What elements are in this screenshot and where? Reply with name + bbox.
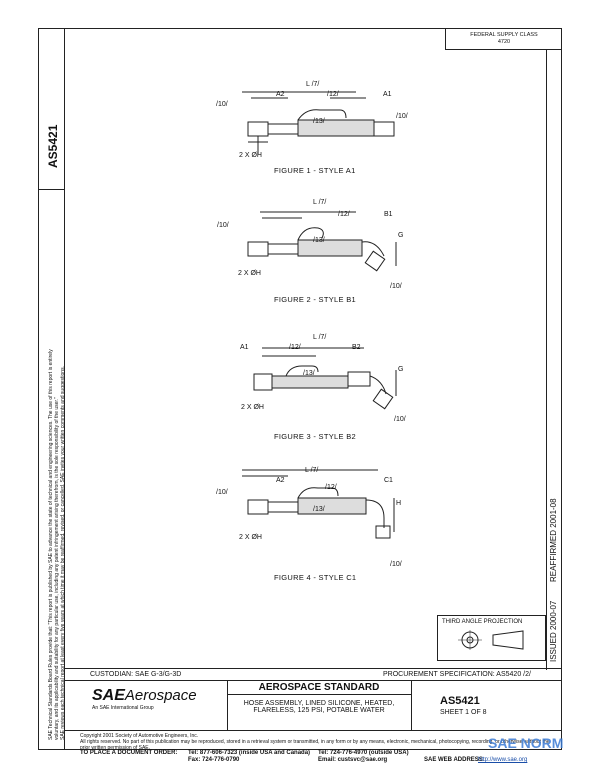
aerospace-standard-heading: AEROSPACE STANDARD <box>258 682 380 693</box>
fig4-label-10b: /10/ <box>390 561 402 568</box>
sae-norm-watermark: SAE NORM <box>488 735 564 751</box>
fig4-label-c1: C1 <box>384 477 393 484</box>
figure-1-caption: FIGURE 1 - STYLE A1 <box>274 166 356 175</box>
fig3-label-b2: B2 <box>352 344 361 351</box>
figure-4-caption: FIGURE 4 - STYLE C1 <box>274 573 357 582</box>
footer-tel2: Tel: 724-776-4970 (outside USA) <box>318 750 409 756</box>
web-label: SAE WEB ADDRESS: <box>424 757 485 763</box>
fig1-label-13: /13/ <box>313 118 325 125</box>
fig1-label-10b: /10/ <box>396 113 408 120</box>
fig1-label-dia: 2 X ØH <box>239 152 262 159</box>
custodian: CUSTODIAN: SAE G-3/G-3D <box>90 671 182 678</box>
figure-2-drawing <box>247 211 397 272</box>
sheet-number: SHEET 1 OF 8 <box>440 709 487 716</box>
fig3-label-a1: A1 <box>240 344 249 351</box>
fig3-label-g: G <box>398 366 404 373</box>
order-label: TO PLACE A DOCUMENT ORDER: <box>80 750 178 756</box>
fig4-label-12: /12/ <box>325 484 337 491</box>
fig4-label-13: /13/ <box>313 506 325 513</box>
right-divider <box>546 50 547 670</box>
figure-1-drawing <box>242 91 395 154</box>
title-block-doc-number: AS5421 <box>440 695 480 707</box>
fig4-label-l: L /7/ <box>305 467 319 474</box>
drawing-frame <box>38 28 562 750</box>
fig2-label-dia: 2 X ØH <box>238 270 261 277</box>
sae-aerospace-logo: SAEAerospace An SAE International Group <box>92 687 197 711</box>
reaffirmed-stamp: REAFFIRMED 2001-08 <box>549 498 558 582</box>
figure-3-drawing <box>253 347 397 410</box>
fig2-label-g: G <box>398 232 404 239</box>
left-margin-column <box>38 28 65 750</box>
footer-tel: Tel: 877-606-7323 (inside USA and Canada… <box>188 750 311 756</box>
issued-stamp: ISSUED 2000-07 <box>549 600 558 662</box>
procurement-spec: PROCUREMENT SPECIFICATION: AS5420 /2/ <box>383 671 531 678</box>
copyright: Copyright 2001 Society of Automotive Eng… <box>80 733 199 739</box>
footer: Copyright 2001 Society of Automotive Eng… <box>80 733 550 751</box>
fig1-label-12: /12/ <box>327 91 339 98</box>
side-notice: SAE Technical Standards Board Rules prov… <box>48 220 66 740</box>
rights-notice: All rights reserved. No part of this pub… <box>80 739 550 751</box>
figures-drawing <box>242 91 397 539</box>
fig4-label-dia: 2 X ØH <box>239 534 262 541</box>
fig3-label-12: /12/ <box>289 344 301 351</box>
figure-2-caption: FIGURE 2 - STYLE B1 <box>274 295 356 304</box>
document-title: HOSE ASSEMBLY, LINED SILICONE, HEATED, F… <box>243 700 395 714</box>
figure-4-drawing <box>242 469 395 539</box>
fig3-label-dia: 2 X ØH <box>241 404 264 411</box>
federal-supply-class: FEDERAL SUPPLY CLASS 4720 <box>445 28 562 50</box>
fig3-label-l: L /7/ <box>313 334 327 341</box>
fig2-label-12: /12/ <box>338 211 350 218</box>
projection-symbol-icon <box>458 630 524 650</box>
doc-number-vertical: AS5421 <box>46 124 60 168</box>
fig1-label-a1: A1 <box>383 91 392 98</box>
fig2-label-l: L /7/ <box>313 199 327 206</box>
fig3-label-13: /13/ <box>303 370 315 377</box>
footer-fax: Fax: 724-776-0790 <box>188 757 240 763</box>
fig4-label-h: H <box>396 500 402 507</box>
footer-email: Email: custsvc@sae.org <box>318 757 388 763</box>
fig1-label-10a: /10/ <box>216 101 228 108</box>
fig2-label-13: /13/ <box>313 237 325 244</box>
doc-number-box <box>38 90 65 190</box>
fig2-label-10a: /10/ <box>217 222 229 229</box>
fig1-label-l: L /7/ <box>306 81 320 88</box>
fig2-label-10b: /10/ <box>390 283 402 290</box>
fig2-label-b1: B1 <box>384 211 393 218</box>
figure-3-caption: FIGURE 3 - STYLE B2 <box>274 432 356 441</box>
fig1-label-a2: A2 <box>276 91 285 98</box>
third-angle-projection-box: THIRD ANGLE PROJECTION <box>437 615 546 661</box>
web-link[interactable]: http://www.sae.org <box>478 757 528 763</box>
fig3-label-10b: /10/ <box>394 416 406 423</box>
fig4-label-a2: A2 <box>276 477 285 484</box>
fig4-label-10a: /10/ <box>216 489 228 496</box>
